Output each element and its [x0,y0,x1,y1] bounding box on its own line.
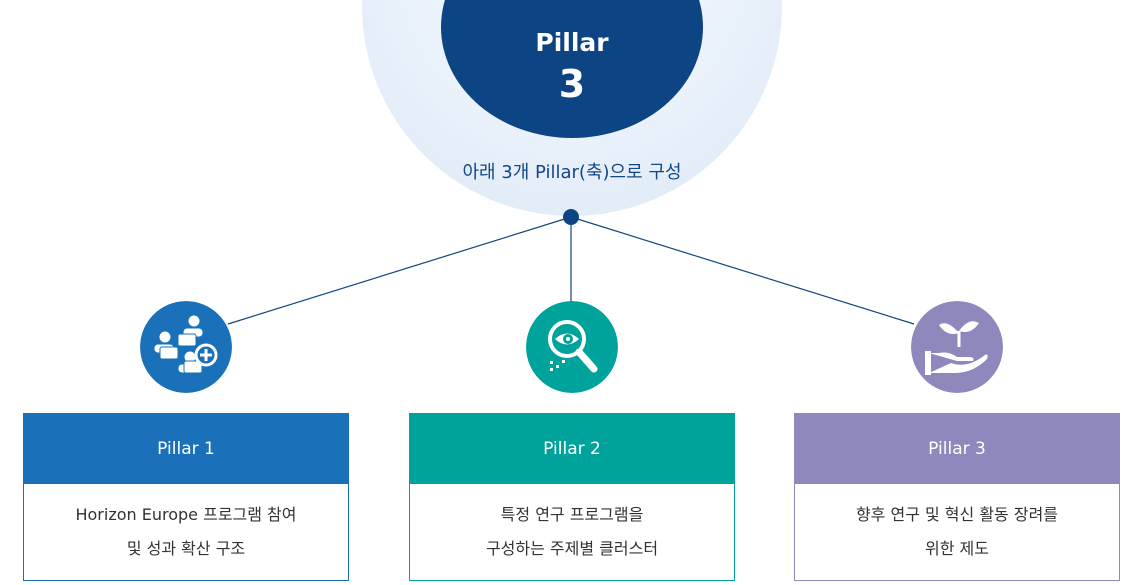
pillar-card-header: Pillar 2 [410,414,734,484]
pillar-card-1: Pillar 1 Horizon Europe 프로그램 참여 및 성과 확산 … [23,413,349,581]
people-collaboration-icon [140,301,232,393]
pillar-card-header: Pillar 1 [24,414,348,484]
pillar-description-line: 특정 연구 프로그램을 [500,505,644,524]
pillar-card-body: 특정 연구 프로그램을 구성하는 주제별 클러스터 [410,484,734,582]
connector-node [563,209,579,225]
pillar-card-2: Pillar 2 특정 연구 프로그램을 구성하는 주제별 클러스터 [409,413,735,581]
magnifier-eye-icon [526,301,618,393]
connector-line-3 [570,216,915,325]
hand-sprout-icon [911,301,1003,393]
pillar-card-body: Horizon Europe 프로그램 참여 및 성과 확산 구조 [24,484,348,582]
hub-caption: 아래 3개 Pillar(축)으로 구성 [462,162,682,183]
pillar-description-line: 구성하는 주제별 클러스터 [485,539,659,558]
pillar-card-3: Pillar 3 향후 연구 및 혁신 활동 장려를 위한 제도 [794,413,1120,581]
pillar-description-line: 및 성과 확산 구조 [126,539,246,558]
hub-title: Pillar [535,28,609,57]
pillar-description-line: Horizon Europe 프로그램 참여 [75,505,297,524]
connector-line-1 [227,216,572,325]
pillar-card-body: 향후 연구 및 혁신 활동 장려를 위한 제도 [795,484,1119,582]
pillar-card-header: Pillar 3 [795,414,1119,484]
pillar-description-line: 향후 연구 및 혁신 활동 장려를 [855,505,1059,524]
hub-number: 3 [558,62,586,106]
pillar-description-line: 위한 제도 [925,539,989,558]
